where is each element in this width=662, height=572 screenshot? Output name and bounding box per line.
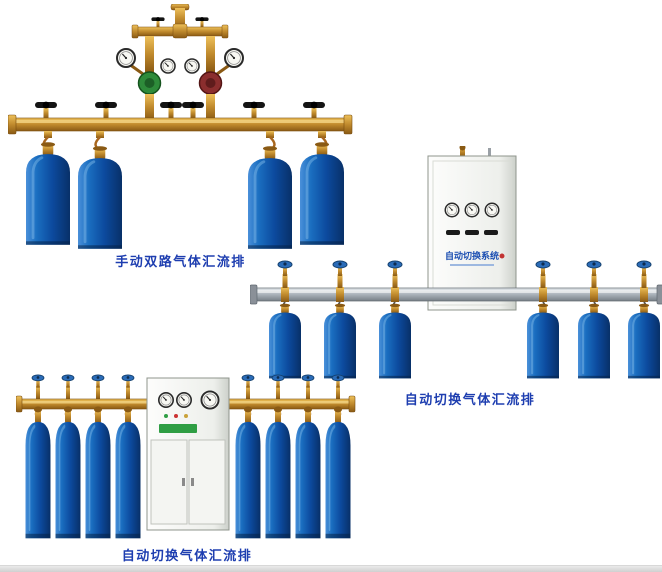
pressure-gauge-icon xyxy=(176,391,192,409)
gas-cylinder-icon xyxy=(525,302,561,380)
pressure-gauge-icon xyxy=(464,202,480,218)
regulators-and-gauges xyxy=(116,48,244,120)
gas-cylinder-icon xyxy=(626,302,662,380)
manual-dual-manifold-illustration xyxy=(8,4,353,250)
valve-handwheel-icon xyxy=(160,101,182,118)
cabinet-green-label xyxy=(159,424,197,433)
pressure-gauge-icon xyxy=(224,48,244,68)
valve-handwheel-icon xyxy=(243,101,265,118)
gas-cylinder-icon xyxy=(377,302,413,380)
pressure-gauge-icon xyxy=(158,391,174,409)
blue-handwheel-icon xyxy=(31,374,45,389)
valve-handwheel-icon xyxy=(195,17,209,27)
blue-handwheel-icon xyxy=(332,260,348,277)
pressure-gauge-icon xyxy=(200,390,220,410)
cabinet-door-left xyxy=(150,439,188,525)
valve-handwheel-icon xyxy=(151,17,165,27)
blue-handwheel-icon xyxy=(331,374,345,389)
regulator-green-icon xyxy=(137,71,162,95)
pressure-gauge-icon xyxy=(444,202,460,218)
blue-handwheel-icon xyxy=(241,374,255,389)
auto-switch-center-cabinet-illustration xyxy=(16,374,356,541)
pressure-gauge-icon xyxy=(184,58,200,74)
valve-handwheel-icon xyxy=(182,101,204,118)
pipe-valve-handwheels xyxy=(35,101,325,118)
gas-cylinder-icon xyxy=(322,302,358,380)
gas-cylinder-icon xyxy=(576,302,612,380)
cabinet-label: 自动切换系统 xyxy=(445,250,499,261)
top-tee-assembly xyxy=(131,4,229,72)
riser-valves xyxy=(31,374,345,399)
blue-handwheel-icon xyxy=(121,374,135,389)
gas-cylinder-icon xyxy=(113,404,143,541)
gas-cylinder-icon xyxy=(53,404,83,541)
pressure-gauge-icon xyxy=(116,48,136,68)
valve-handwheel-icon xyxy=(95,101,117,118)
gas-cylinder-icon xyxy=(267,302,303,380)
pressure-gauge-icon xyxy=(160,58,176,74)
gas-cylinder-icon xyxy=(293,404,323,541)
regulator-red-icon xyxy=(198,71,223,95)
gas-cylinder-icon xyxy=(263,404,293,541)
gas-cylinder-icon xyxy=(83,404,113,541)
cabinet-door-right xyxy=(188,439,226,525)
blue-handwheel-icon xyxy=(387,260,403,277)
gas-cylinder-icon xyxy=(76,144,124,250)
blue-handwheel-icon xyxy=(277,260,293,277)
gas-cylinder-icon xyxy=(233,404,263,541)
blue-handwheel-icon xyxy=(535,260,551,277)
blue-handwheel-icon xyxy=(636,260,652,277)
blue-handwheel-icon xyxy=(301,374,315,389)
valve-handwheel-icon xyxy=(35,101,57,118)
steel-manifold-pipe xyxy=(250,284,662,305)
caption-auto-switch-center-cabinet: 自动切换气体汇流排 xyxy=(121,548,253,563)
caption-manual-dual-manifold: 手动双路气体汇流排 xyxy=(115,254,246,269)
auto-switch-manifold-illustration: 自动切换系统 xyxy=(250,146,662,380)
gas-cylinder-icon xyxy=(24,140,72,247)
gas-cylinder-icon xyxy=(23,404,53,541)
brass-manifold-pipes xyxy=(16,395,356,413)
caption-auto-switch-manifold: 自动切换气体汇流排 xyxy=(404,392,536,407)
control-cabinet xyxy=(146,377,230,531)
blue-handwheel-icon xyxy=(271,374,285,389)
blue-handwheel-icon xyxy=(91,374,105,389)
valve-handwheel-icon xyxy=(303,101,325,118)
blue-handwheel-icon xyxy=(61,374,75,389)
control-cabinet: 自动切换系统 xyxy=(427,146,517,311)
gas-cylinder-icon xyxy=(323,404,353,541)
main-manifold-pipe xyxy=(8,114,353,135)
bottom-border-strip xyxy=(0,565,662,572)
riser-valves xyxy=(277,260,652,288)
gas-cylinders xyxy=(267,302,662,380)
pressure-gauge-icon xyxy=(484,202,500,218)
blue-handwheel-icon xyxy=(586,260,602,277)
